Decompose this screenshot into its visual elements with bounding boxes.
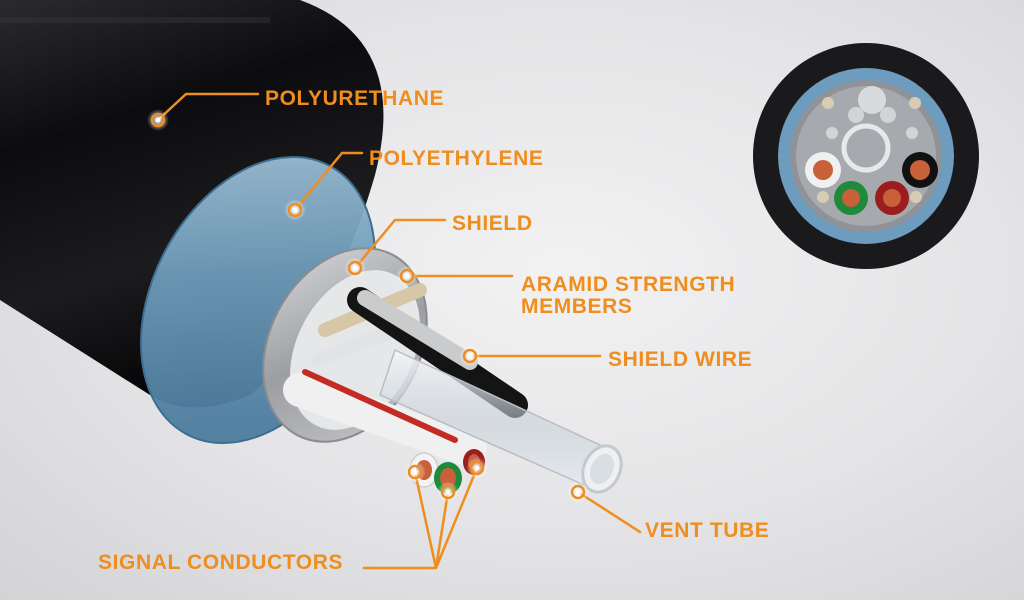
label-signal-conductors: SIGNAL CONDUCTORS [98, 551, 344, 574]
callout-marker-icon [284, 199, 306, 221]
callout-marker-icon [567, 481, 589, 503]
callout-marker-icon [147, 109, 169, 131]
cable-cross-section [753, 43, 979, 269]
callout-marker-icon [396, 265, 418, 287]
callout-marker-icon [344, 257, 366, 279]
callout-marker-icon [437, 481, 459, 503]
label-shield-wire: SHIELD WIRE [608, 348, 753, 371]
label-shield: SHIELD [452, 212, 533, 235]
label-aramid-line1: ARAMID STRENGTH [521, 273, 736, 296]
callout-marker-icon [459, 345, 481, 367]
label-polyethylene: POLYETHYLENE [369, 147, 544, 170]
callout-marker-icon [466, 457, 488, 479]
callout-marker-icon [404, 461, 426, 483]
label-polyurethane: POLYURETHANE [265, 87, 445, 110]
label-aramid-line2: MEMBERS [521, 295, 633, 318]
label-vent-tube: VENT TUBE [645, 519, 770, 542]
